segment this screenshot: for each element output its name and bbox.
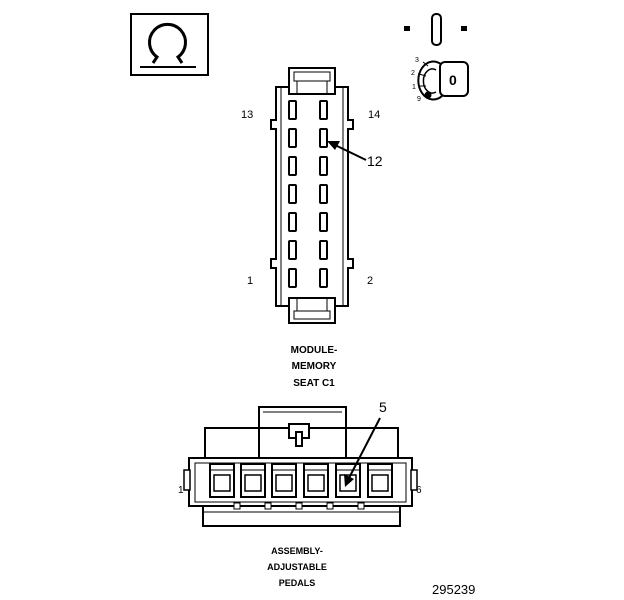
cavity	[240, 463, 266, 498]
connector-c1-body	[270, 86, 354, 307]
cavity	[271, 463, 297, 498]
cavity	[288, 212, 297, 232]
cavity	[319, 240, 328, 260]
cavity	[209, 463, 235, 498]
figure-id: 295239	[432, 582, 475, 597]
connector-name-line: MODULE-	[291, 345, 338, 356]
cavity	[303, 463, 329, 498]
key-position-label: 1	[412, 84, 416, 91]
cavity	[288, 156, 297, 176]
key-position-label: 2	[411, 70, 415, 77]
key-glyph: 0	[449, 72, 457, 88]
pin-label-1: 1	[178, 485, 184, 496]
pin-label-6: 6	[416, 485, 422, 496]
connector-c1-name: MODULE- MEMORY SEAT C1	[291, 345, 338, 389]
pedals-connector-cavities	[209, 463, 393, 498]
adjustable-pedals-connector: 1 6 5 ASSEMBLY- ADJUSTABLE PEDALS	[178, 399, 422, 588]
pin-label-2: 2	[367, 275, 373, 287]
cavity	[367, 463, 393, 498]
pin-label-14: 14	[368, 109, 380, 121]
connector-name-line: SEAT C1	[293, 378, 335, 389]
pin-label-1: 1	[247, 275, 253, 287]
key-position-label: 9	[417, 96, 421, 103]
connector-name-line: ASSEMBLY-	[271, 546, 323, 556]
pin-label-13: 13	[241, 109, 253, 121]
cavity	[288, 240, 297, 260]
connector-name-line: PEDALS	[279, 578, 316, 588]
connector-c1-top-latch	[288, 67, 336, 95]
cavity	[319, 156, 328, 176]
cavity	[319, 100, 328, 120]
connector-name-line: ADJUSTABLE	[267, 562, 327, 572]
ohm-meter-icon	[130, 13, 209, 76]
connector-c1-cavities	[288, 100, 328, 288]
key-position-label: 3	[415, 57, 419, 64]
connector-orientation-icon	[404, 13, 467, 46]
cavity	[319, 128, 328, 148]
cavity	[288, 128, 297, 148]
callout-pin-5: 5	[379, 399, 387, 415]
callout-pin-12: 12	[367, 153, 383, 169]
connector-c1-callout-arrow	[327, 141, 367, 161]
cavity	[288, 100, 297, 120]
cavity	[288, 268, 297, 288]
cavity	[319, 212, 328, 232]
key-icon: 3 2 1 9 0	[411, 57, 469, 103]
cavity	[319, 184, 328, 204]
pedals-connector-callout-arrow	[344, 417, 381, 487]
memory-seat-module-connector-c1: 13 14 1 2 12 MODULE- MEMORY SEAT C1	[241, 67, 383, 389]
connector-c1-bottom-latch	[288, 297, 336, 324]
pedals-connector-name: ASSEMBLY- ADJUSTABLE PEDALS	[267, 546, 327, 588]
cavity	[288, 184, 297, 204]
cavity	[319, 268, 328, 288]
connector-name-line: MEMORY	[292, 361, 337, 372]
